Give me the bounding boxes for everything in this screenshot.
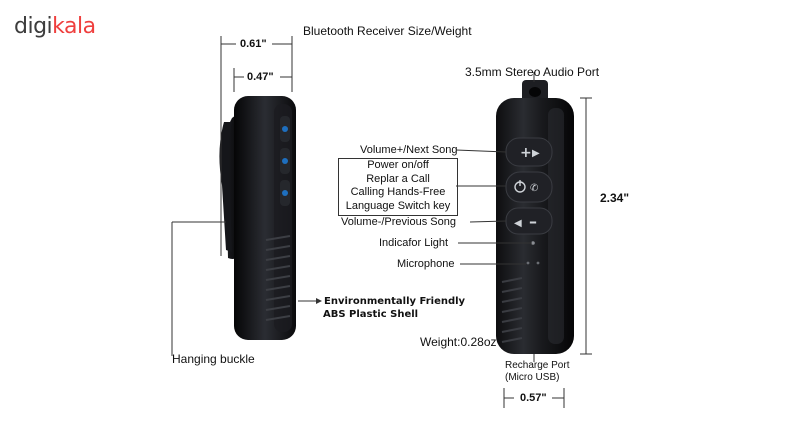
weight-label: Weight:0.28oz [420,335,497,349]
hanging-buckle-label: Hanging buckle [172,352,255,366]
microphone-label: Microphone [397,258,455,270]
audio-jack-hole [529,87,541,97]
minus-icon: – [529,212,537,231]
volume-down-label: Volume-/Previous Song [341,216,456,228]
shell-label-line-1: Environmentally Friendly [324,296,466,307]
microphone-dot-left [526,261,530,265]
front-highlight [548,108,564,344]
power-label-line-3: Calling Hands-Free [350,186,446,198]
side-view-device [219,96,296,340]
volume-up-label: Volume+/Next Song [360,144,458,156]
brand-logo-part1: digi [14,14,53,39]
plus-icon: + [520,145,532,161]
brand-logo: digikala [14,14,96,39]
front-grip [501,277,523,343]
recharge-port-label-line-2: (Micro USB) [505,372,560,383]
side-grip [265,235,291,321]
height-dimension-label: 2.34" [600,191,630,205]
phone-icon: ✆ [530,183,538,194]
power-label-line-4: Language Switch key [345,199,451,212]
previous-icon: ◀︎ [514,218,522,229]
side-minus-icon [282,190,288,196]
diagram-title: Bluetooth Receiver Size/Weight [303,24,472,38]
power-button [505,171,553,203]
indicator-light-dot [531,241,535,245]
depth-outer-label: 0.61" [240,38,267,50]
clip-edge [219,122,232,252]
shell-label-line-2: ABS Plastic Shell [323,309,419,320]
indicator-light-label: Indicafor Light [379,237,449,249]
power-button-label-box: Power on/off Replar a Call Calling Hands… [338,158,458,216]
next-icon: ▶︎ [532,148,540,159]
side-plus-icon [282,126,288,132]
side-power-icon [282,158,288,164]
power-label-line-2: Replar a Call [366,172,430,185]
depth-inner-label: 0.47" [247,71,274,83]
audio-port-label: 3.5mm Stereo Audio Port [465,65,600,79]
front-view-device: + ▶︎ ✆ ◀︎ – [496,80,574,354]
power-label-line-1: Power on/off [367,159,429,171]
width-dimension-label: 0.57" [520,392,547,404]
recharge-port-label-line-1: Recharge Port [505,360,570,371]
microphone-dot-right [536,261,540,265]
brand-logo-part2: kala [52,14,96,39]
side-dimension-lines [171,36,316,356]
front-dimension-lines [455,72,592,408]
